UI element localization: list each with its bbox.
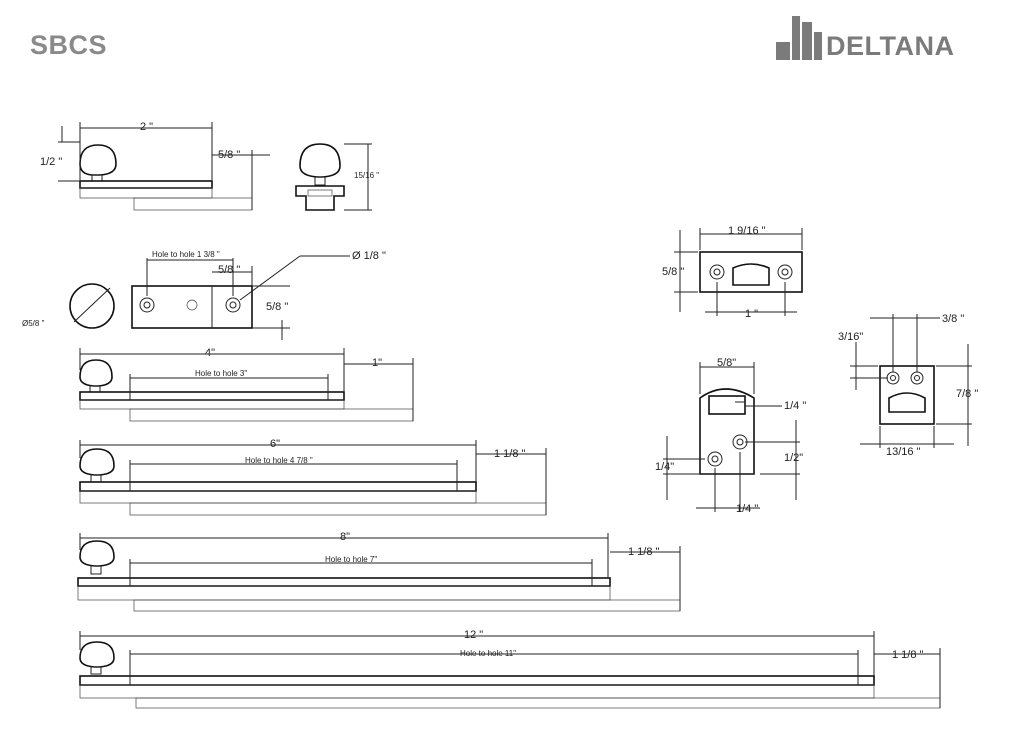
screw-hole-right: [225, 297, 241, 313]
bolt-8in-offset: 1 1/8 ": [628, 546, 660, 558]
bolt-6in: 6" Hole to hole 4 7/8 " 1 1/8 ": [79, 438, 547, 516]
knob: [79, 144, 117, 176]
bolt-12in: 12 " Hole to hole 11" 1 1/8 ": [79, 629, 941, 709]
angle-strike-hole-horizontal-label: 1/4 ": [736, 503, 758, 515]
keeper-width-label: 13/16 ": [886, 446, 921, 458]
bolt-4in-hole-to-hole: Hole to hole 3": [195, 369, 247, 378]
bolt-body: [79, 180, 213, 189]
knob-profile: [299, 143, 341, 178]
screw-diameter-label: Ø 1/8 ": [352, 250, 386, 262]
angle-strike-body: [699, 388, 755, 475]
strike-height-label: 5/8 ": [662, 266, 684, 278]
bolt-4in-length: 4": [205, 347, 215, 359]
bolt-plate: [79, 187, 213, 199]
side-height-label: 15/16 ": [354, 171, 379, 180]
bolt-plate-top: [131, 285, 253, 329]
knob-stem: [91, 174, 103, 182]
keeper-body: [879, 365, 935, 425]
angle-strike: 5/8" 1/4 " 1/4" 1/2" 1/4 ": [655, 357, 806, 515]
side-view-2in: 2 " 1/2 " 5/8 ": [40, 121, 270, 211]
height-label: 1/2 ": [40, 156, 62, 168]
screw-hole-left: [139, 297, 155, 313]
angle-strike-hole-vertical-label: 1/2": [784, 452, 803, 464]
strike-width-label: 1 9/16 ": [728, 225, 766, 237]
keeper-height-label: 7/8 ": [956, 388, 978, 400]
bolt-8in-hole-to-hole: Hole to hole 7": [325, 555, 377, 564]
bolt-8in-length: 8": [340, 531, 350, 543]
bolt-12in-offset: 1 1/8 ": [892, 649, 924, 661]
length-label: 2 ": [140, 121, 153, 133]
offset-label: 5/8 ": [218, 149, 240, 161]
angle-strike-width-label: 5/8": [717, 357, 736, 369]
bolt-6in-offset: 1 1/8 ": [494, 448, 526, 460]
bolt-6in-length: 6": [270, 438, 280, 450]
bolt-6in-hole-to-hole: Hole to hole 4 7/8 ": [245, 456, 313, 465]
keeper-hole-top-label: 3/16": [838, 331, 863, 343]
brand-name: DELTANA: [826, 31, 955, 61]
strike-hole-spacing-label: 1 ": [745, 308, 758, 320]
hole-to-hole-label: Hole to hole 1 3/8 ": [152, 250, 220, 259]
knob-diameter-label: Ø5/8 ": [22, 319, 45, 328]
bolt-4in-offset: 1": [372, 357, 382, 369]
rail-profile: [295, 185, 345, 211]
plan-view: Hole to hole 1 3/8 " 5/8 " Ø 1/8 " 5/8 "…: [22, 250, 386, 340]
bolt-8in: 8" Hole to hole 7" 1 1/8 ": [77, 531, 681, 612]
bolt-12in-hole-to-hole: Hole to hole 11": [460, 649, 516, 658]
width-label: 5/8 ": [266, 301, 288, 313]
knob-top: [69, 283, 115, 329]
angle-strike-bottom-label: 1/4": [655, 461, 674, 473]
bolt-rod: [133, 197, 253, 211]
keeper-hole-spacing-label: 3/8 ": [942, 313, 964, 325]
model-title: SBCS: [30, 30, 108, 60]
deltana-logo-icon: [776, 16, 822, 60]
keeper: 3/16" 3/8 " 7/8 " 13/16 ": [838, 313, 978, 458]
end-profile-view: 15/16 ": [295, 143, 379, 211]
strike-plate-body: [699, 251, 803, 293]
end-offset-label: 5/8 ": [218, 264, 240, 276]
bolt-12in-length: 12 ": [464, 629, 483, 641]
bolt-4in: 4" Hole to hole 3" 1": [79, 347, 414, 422]
angle-strike-slot-label: 1/4 ": [784, 400, 806, 412]
strike-plate: 1 9/16 " 5/8 " 1 ": [662, 225, 803, 320]
